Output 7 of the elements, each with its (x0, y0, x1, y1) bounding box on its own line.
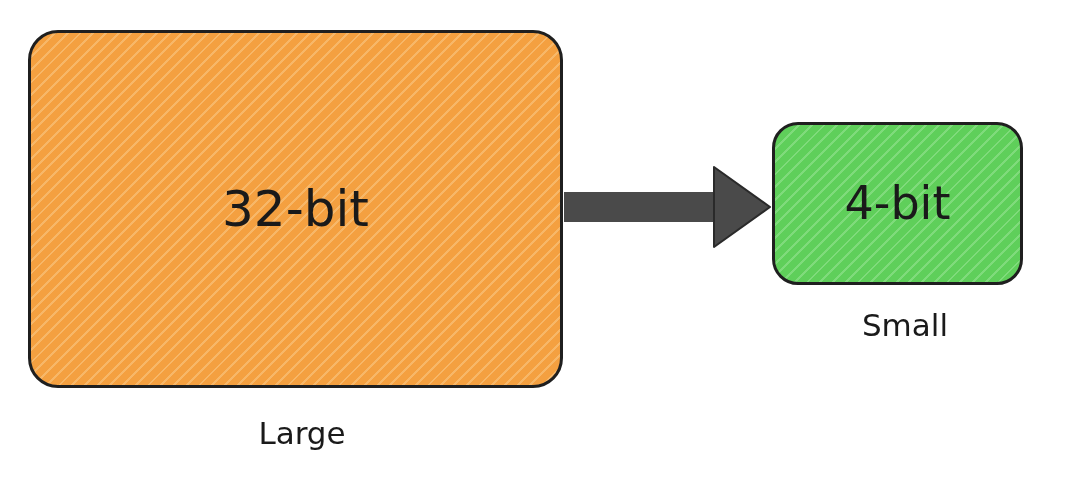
box-label: 4-bit (844, 175, 951, 232)
rounded-box (28, 30, 563, 388)
rounded-box (772, 122, 1023, 285)
arrow (564, 166, 771, 248)
size-caption: Large (258, 414, 346, 453)
box-label: 32-bit (222, 178, 369, 240)
size-caption: Small (861, 306, 949, 345)
